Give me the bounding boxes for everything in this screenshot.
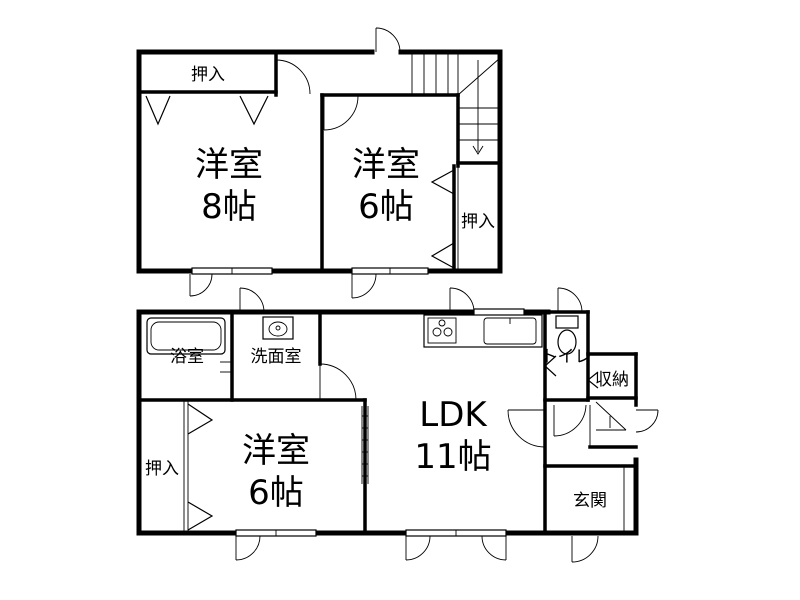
door-top-entry[interactable] (375, 27, 401, 53)
label-ldk-size: 11帖 (414, 437, 491, 477)
window-ldk-bottom (405, 529, 507, 537)
sliding-door-bedroom-lower[interactable] (361, 406, 369, 484)
label-room-6-upper-name: 洋室 (352, 145, 420, 185)
closet-top-doors[interactable] (145, 95, 269, 126)
label-closet-right: 押入 (461, 212, 495, 232)
door-toilet-top[interactable] (557, 287, 583, 313)
bathtub (146, 317, 226, 355)
closet-left-lower (183, 400, 214, 533)
label-entrance: 玄関 (573, 491, 607, 511)
door-entrance[interactable] (571, 535, 599, 563)
door-room-8-bottom[interactable] (189, 273, 213, 297)
door-toilet[interactable] (544, 355, 557, 377)
label-bath: 浴室 (170, 347, 204, 367)
door-hall-closet[interactable] (275, 59, 311, 95)
washbasin (262, 316, 294, 340)
label-room-6-lower-size: 6帖 (248, 473, 304, 513)
lower-block-walls (136, 309, 639, 536)
door-shoe-cabinet[interactable] (595, 401, 659, 433)
door-washroom-top[interactable] (239, 287, 265, 313)
label-toilet: トイレ (541, 347, 592, 367)
door-room-6-upper-bottom[interactable] (351, 273, 377, 299)
toilet-fixture (555, 315, 579, 355)
label-room-8-size: 8帖 (201, 187, 257, 227)
staircase (411, 51, 501, 155)
door-ldk-top[interactable] (449, 287, 475, 313)
label-closet-top: 押入 (191, 65, 225, 85)
label-closet-left: 押入 (145, 459, 179, 479)
label-room-6-lower-name: 洋室 (242, 431, 310, 471)
kitchen-counter (423, 314, 543, 348)
door-bath[interactable] (220, 361, 232, 373)
closet-right-doors[interactable] (430, 166, 459, 271)
door-hall-entrance[interactable] (553, 404, 587, 437)
door-ldk-bottom-right[interactable] (481, 535, 507, 561)
label-storage: 収納 (595, 370, 629, 390)
door-ldk-hall[interactable] (507, 409, 546, 448)
label-room-6-upper-size: 6帖 (358, 187, 414, 227)
door-storage[interactable] (587, 371, 599, 389)
door-washroom-ldk[interactable] (319, 363, 357, 401)
label-room-8-name: 洋室 (195, 145, 263, 185)
window-room-8 (191, 267, 273, 275)
label-washroom: 洗面室 (251, 347, 302, 367)
door-ldk-bottom-left[interactable] (405, 535, 431, 561)
door-room-6-upper[interactable] (323, 95, 359, 131)
door-bedroom-lower-bottom[interactable] (235, 535, 261, 561)
window-room-6-upper (351, 267, 429, 275)
label-ldk-name: LDK (419, 395, 488, 435)
window-ldk-top (473, 308, 525, 316)
window-bedroom-lower (235, 529, 317, 537)
